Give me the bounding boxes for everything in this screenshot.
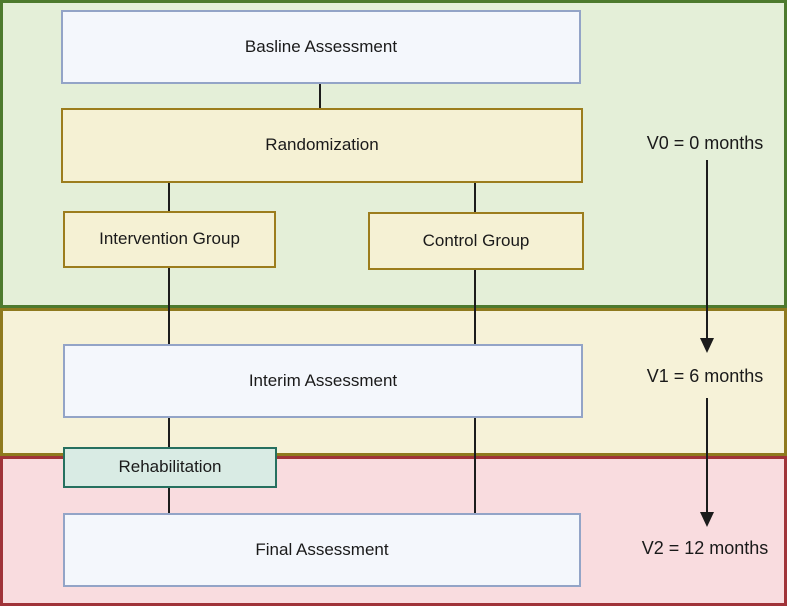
node-intervention-group-label: Intervention Group	[99, 229, 240, 249]
timeline-label-v1: V1 = 6 months	[646, 366, 764, 386]
connector-randomization-intervention	[168, 183, 170, 211]
node-rehabilitation: Rehabilitation	[63, 447, 277, 488]
connector-baseline-randomization	[319, 84, 321, 108]
node-randomization: Randomization	[61, 108, 583, 183]
connector-interim-rehabilitation	[168, 418, 170, 447]
timeline-arrow-v0-v1-shaft	[706, 160, 708, 338]
node-interim-assessment: Interim Assessment	[63, 344, 583, 418]
node-intervention-group: Intervention Group	[63, 211, 276, 268]
connector-intervention-interim	[168, 268, 170, 344]
node-baseline-assessment: Basline Assessment	[61, 10, 581, 84]
node-rehabilitation-label: Rehabilitation	[118, 457, 222, 477]
node-final-assessment: Final Assessment	[63, 513, 581, 587]
node-control-group: Control Group	[368, 212, 584, 270]
arrow-down-icon	[700, 338, 714, 353]
node-baseline-assessment-label: Basline Assessment	[244, 36, 398, 56]
connector-randomization-control	[474, 183, 476, 212]
node-randomization-label: Randomization	[265, 135, 379, 155]
arrow-down-icon	[700, 512, 714, 527]
node-final-assessment-label: Final Assessment	[255, 539, 389, 559]
connector-rehabilitation-final	[168, 488, 170, 513]
node-control-group-label: Control Group	[422, 230, 530, 250]
timeline-label-v0: V0 = 0 months	[646, 133, 764, 153]
timeline-arrow-v1-v2-shaft	[706, 398, 708, 512]
connector-interim-final-control-arm	[474, 418, 476, 513]
connector-control-interim	[474, 270, 476, 344]
node-interim-assessment-label: Interim Assessment	[248, 370, 398, 390]
timeline-label-v2: V2 = 12 months	[641, 538, 769, 558]
